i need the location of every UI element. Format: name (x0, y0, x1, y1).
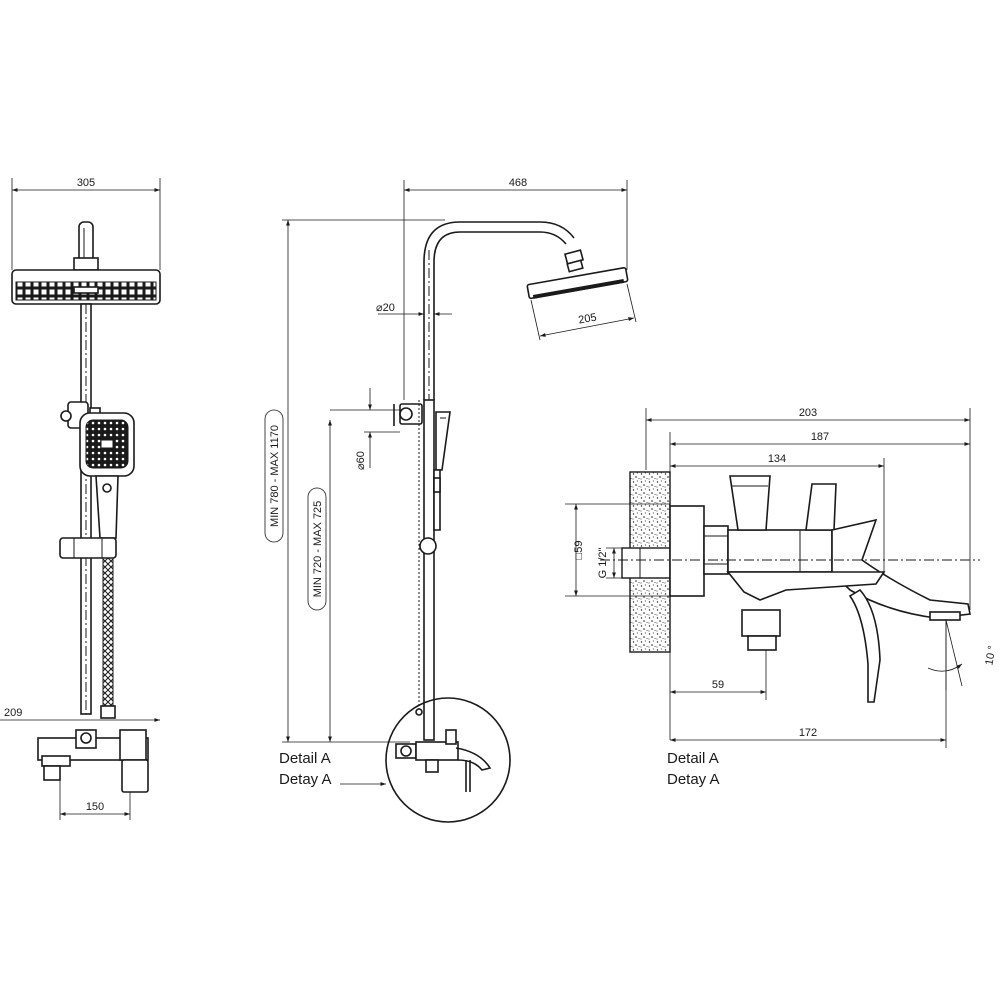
dim-pipe-diameter: ⌀20 (376, 302, 395, 314)
dim-bracket-diameter: ⌀60 (355, 451, 367, 470)
front-view: 305 (0, 177, 161, 820)
dim-detail-spout-base: 134 (768, 453, 786, 465)
dim-detail-connector: 59 (712, 679, 724, 691)
detail-a-view: 203 187 134 (565, 407, 999, 788)
dim-detail-body: 187 (811, 431, 829, 443)
dim-mixer-spacing: 150 (86, 801, 104, 813)
dim-detail-spout-length: 172 (799, 727, 817, 739)
dim-detail-overall: 203 (799, 407, 817, 419)
detail-label-tr-left: Detay A (279, 771, 332, 788)
dim-mixer-height: MIN 720 - MAX 725 (312, 501, 324, 598)
detail-circle (385, 697, 511, 823)
shower-head-side (526, 266, 629, 300)
dim-total-height: MIN 780 - MAX 1170 (269, 425, 281, 527)
dim-detail-angle: 10 ° (983, 645, 998, 666)
dim-front-width: 305 (77, 177, 95, 189)
dim-arm-reach: 468 (509, 177, 527, 189)
dim-detail-thread: G 1/2" (597, 548, 609, 579)
detail-label-en-left: Detail A (279, 750, 331, 767)
detail-label-en-right: Detail A (667, 750, 719, 767)
side-view: 468 205 ⌀20 ⌀60 (264, 177, 637, 823)
dim-detail-square: □59 (573, 541, 585, 560)
dim-head-size: 205 (577, 312, 597, 327)
dim-side-height: 209 (4, 707, 22, 719)
detail-label-tr-right: Detay A (667, 771, 720, 788)
